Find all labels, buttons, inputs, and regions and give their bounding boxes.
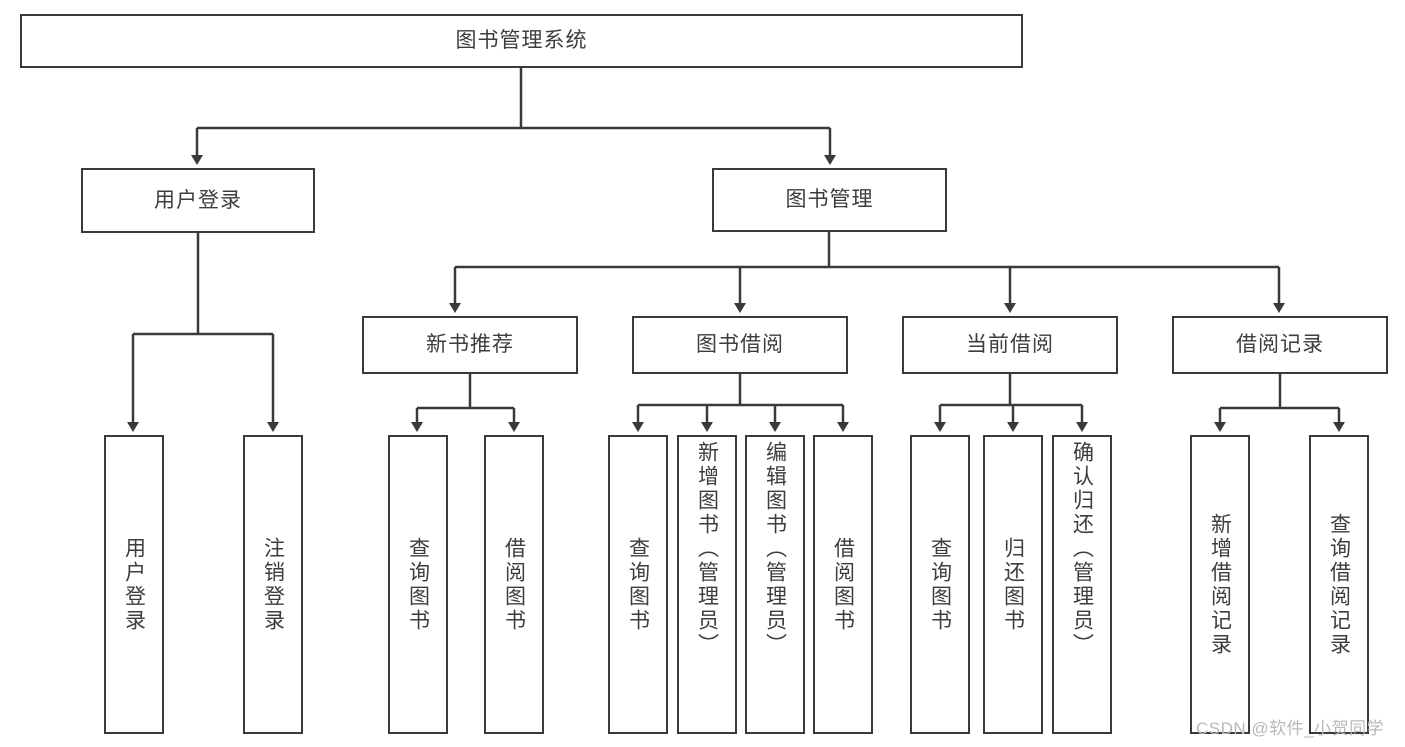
node-leaf-add-borrow-record-label: 新增借阅记录 <box>1208 512 1232 657</box>
node-book-manage-label: 图书管理 <box>785 188 874 212</box>
node-leaf-query-book-2[interactable]: 查询图书 <box>608 435 668 734</box>
node-current-borrow-label: 当前借阅 <box>966 333 1054 357</box>
node-leaf-logout-login[interactable]: 注销登录 <box>243 435 303 734</box>
node-root[interactable]: 图书管理系统 <box>20 14 1023 68</box>
node-leaf-query-book-1[interactable]: 查询图书 <box>388 435 448 734</box>
node-leaf-borrow-book-1[interactable]: 借阅图书 <box>484 435 544 734</box>
node-leaf-borrow-book-1-label: 借阅图书 <box>502 536 526 633</box>
node-borrow-record[interactable]: 借阅记录 <box>1172 316 1388 374</box>
node-book-borrow-label: 图书借阅 <box>696 333 784 357</box>
node-leaf-add-book-admin[interactable]: 新增图书（管理员） <box>677 435 737 734</box>
node-current-borrow[interactable]: 当前借阅 <box>902 316 1118 374</box>
watermark: CSDN @软件_小贺同学 <box>1196 719 1385 738</box>
node-leaf-confirm-return-admin-label: 确认归还（管理员） <box>1070 441 1094 657</box>
node-book-manage[interactable]: 图书管理 <box>712 168 947 232</box>
node-leaf-user-login-label: 用户登录 <box>122 536 146 633</box>
node-new-book-recommend-label: 新书推荐 <box>426 333 514 357</box>
node-leaf-borrow-book-2[interactable]: 借阅图书 <box>813 435 873 734</box>
node-leaf-edit-book-admin[interactable]: 编辑图书（管理员） <box>745 435 805 734</box>
node-book-borrow[interactable]: 图书借阅 <box>632 316 848 374</box>
node-leaf-query-book-2-label: 查询图书 <box>626 536 650 633</box>
node-leaf-return-book-label: 归还图书 <box>1001 536 1025 633</box>
node-leaf-confirm-return-admin[interactable]: 确认归还（管理员） <box>1052 435 1112 734</box>
node-leaf-query-book-3[interactable]: 查询图书 <box>910 435 970 734</box>
node-leaf-add-book-admin-label: 新增图书（管理员） <box>695 441 719 657</box>
node-root-label: 图书管理系统 <box>455 29 588 53</box>
node-leaf-return-book[interactable]: 归还图书 <box>983 435 1043 734</box>
node-leaf-edit-book-admin-label: 编辑图书（管理员） <box>763 441 787 657</box>
node-new-book-recommend[interactable]: 新书推荐 <box>362 316 578 374</box>
node-leaf-query-borrow-record[interactable]: 查询借阅记录 <box>1309 435 1369 734</box>
node-leaf-logout-login-label: 注销登录 <box>261 536 285 633</box>
node-borrow-record-label: 借阅记录 <box>1236 333 1324 357</box>
node-leaf-query-book-1-label: 查询图书 <box>406 536 430 633</box>
node-leaf-query-borrow-record-label: 查询借阅记录 <box>1327 512 1351 657</box>
node-leaf-add-borrow-record[interactable]: 新增借阅记录 <box>1190 435 1250 734</box>
node-leaf-user-login[interactable]: 用户登录 <box>104 435 164 734</box>
node-leaf-query-book-3-label: 查询图书 <box>928 536 952 633</box>
node-user-login-label: 用户登录 <box>154 188 242 212</box>
node-user-login[interactable]: 用户登录 <box>81 168 315 233</box>
node-leaf-borrow-book-2-label: 借阅图书 <box>831 536 855 633</box>
